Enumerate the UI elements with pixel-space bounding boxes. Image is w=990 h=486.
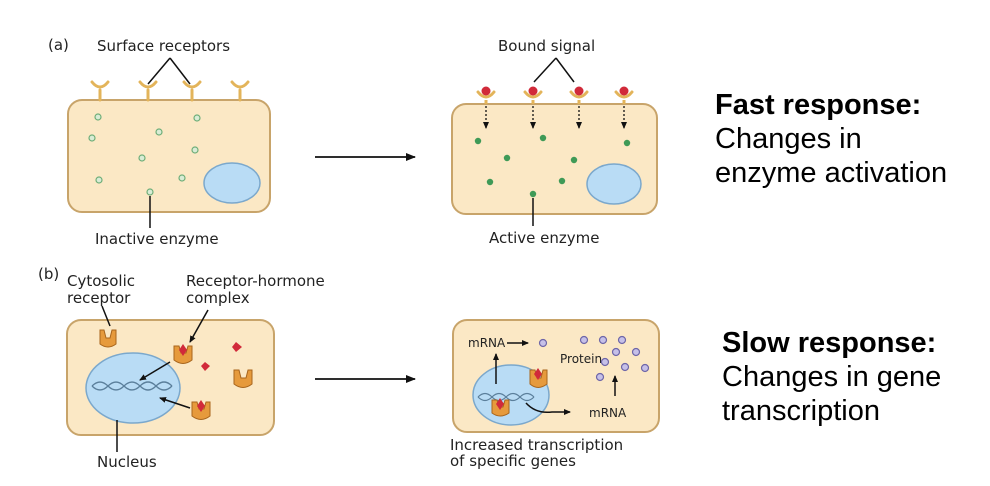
increased-transcription-label-line1: Increased transcription [450, 436, 623, 454]
free-receptor-icon [233, 369, 253, 388]
hormone-icon [201, 362, 210, 371]
complex-to-dna-arrow [139, 361, 171, 381]
surface-receptor [90, 80, 110, 102]
protein-dot [611, 347, 621, 357]
protein-dot [595, 372, 605, 382]
inactive-enzyme-label: Inactive enzyme [95, 230, 219, 248]
active-enzyme [570, 156, 578, 164]
panel-b-tag: (b) [38, 265, 59, 283]
bound-receptor [476, 86, 496, 129]
inactive-enzyme [178, 174, 186, 182]
dna-icon [91, 381, 173, 391]
mrna-bottom-label: mRNA [589, 406, 627, 420]
bound-receptor [614, 86, 634, 129]
bound-receptor-group [476, 86, 634, 129]
inactive-enzyme [94, 113, 102, 121]
nucleus-b-left [85, 352, 181, 424]
hormone-icon [232, 342, 242, 352]
active-enzyme [486, 178, 494, 186]
bound-receptor [569, 86, 589, 129]
slow-response-line2: transcription [722, 395, 880, 427]
protein-dot [620, 362, 630, 372]
protein-dots [538, 335, 650, 382]
inactive-enzyme [146, 188, 154, 196]
inactive-enzyme [191, 146, 199, 154]
mrna-top-label: mRNA [468, 336, 506, 350]
inactive-enzymes [88, 113, 201, 196]
cytosolic-receptor-label-line2: receptor [67, 289, 131, 307]
protein-dot [579, 335, 589, 345]
inactive-enzyme [193, 114, 201, 122]
fast-response-line2: enzyme activation [715, 157, 948, 189]
protein-dot [538, 338, 548, 348]
active-enzymes [474, 134, 631, 198]
active-enzyme [474, 137, 482, 145]
protein-dot [600, 357, 610, 367]
nuclear-complex-icon [191, 400, 211, 420]
nucleus-a-left [203, 162, 261, 204]
active-enzyme-label: Active enzyme [489, 229, 600, 247]
slow-response-heading: Slow response: [722, 327, 937, 359]
dna-icon [477, 392, 535, 402]
nucleus-a-right [586, 163, 642, 205]
surface-receptor [182, 80, 202, 102]
bound-signal-label: Bound signal [498, 37, 595, 55]
nuclear-complex-arrow [159, 397, 191, 409]
cytosolic-receptor-label-line1: Cytosolic [67, 272, 135, 290]
slow-response-block: Slow response: Changes in gene transcrip… [722, 326, 941, 428]
cytosolic-receptor-pointer [101, 305, 111, 327]
active-enzyme [539, 134, 547, 142]
inactive-enzyme [88, 134, 96, 142]
bound-signal-pointer [533, 57, 575, 83]
protein-dot [598, 335, 608, 345]
surface-receptor [230, 80, 250, 102]
protein-dot [617, 335, 627, 345]
surface-receptor [138, 80, 158, 102]
protein-dot [640, 363, 650, 373]
fast-response-block: Fast response: Changes in enzyme activat… [715, 88, 947, 190]
transcription-arrow [525, 402, 571, 415]
inactive-enzyme [155, 128, 163, 136]
complex-pointer [189, 309, 209, 343]
protein-label: Protein [560, 352, 602, 366]
active-enzyme [623, 139, 631, 147]
protein-dot [631, 347, 641, 357]
active-enzyme [503, 154, 511, 162]
increased-transcription-label-line2: of specific genes [450, 452, 576, 470]
fast-response-line1: Changes in [715, 123, 862, 155]
surface-receptors-pointer [147, 57, 191, 85]
inactive-enzyme [95, 176, 103, 184]
bound-receptor [523, 86, 543, 129]
cytosolic-receptor-icon [99, 329, 117, 348]
inactive-enzyme [138, 154, 146, 162]
fast-response-heading: Fast response: [715, 89, 922, 121]
receptor-hormone-complex-label-line2: complex [186, 289, 250, 307]
surface-receptors-label: Surface receptors [97, 37, 230, 55]
receptor-hormone-complex-icon [173, 344, 193, 364]
active-enzyme [558, 177, 566, 185]
slow-response-line1: Changes in gene [722, 361, 942, 393]
surface-receptor-group-left [90, 80, 250, 102]
active-enzyme [529, 190, 537, 198]
receptor-hormone-complex-label-line1: Receptor-hormone [186, 272, 325, 290]
nucleus-label: Nucleus [97, 453, 157, 471]
bound-gene-complex-icon [491, 368, 548, 417]
panel-a-tag: (a) [48, 36, 69, 54]
